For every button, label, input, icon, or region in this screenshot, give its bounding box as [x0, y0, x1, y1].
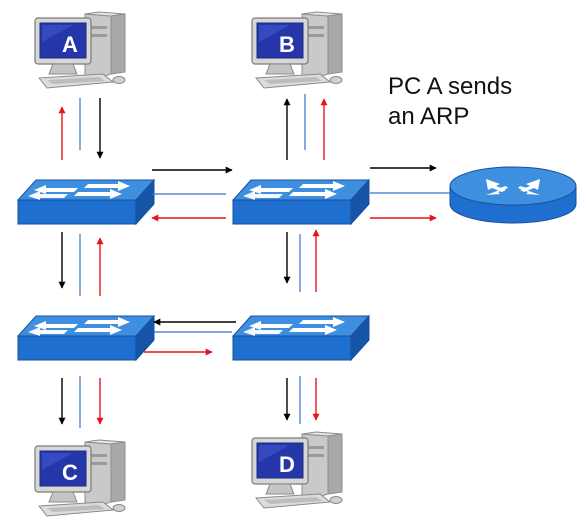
switch-top-left [17, 179, 155, 225]
caption-line-1: PC A sends [388, 73, 513, 100]
switch-bottom-left [17, 315, 155, 361]
switch-top-right [232, 179, 370, 225]
pc-b-label: B [279, 32, 295, 57]
computer-pc-a: A [34, 11, 126, 89]
pc-d-label: D [279, 452, 295, 477]
computer-pc-b: B [251, 11, 343, 89]
pc-a-label: A [62, 32, 78, 57]
computer-pc-d: D [251, 431, 343, 509]
switch-bottom-right [232, 315, 370, 361]
computer-pc-c: C [34, 439, 126, 517]
pc-c-label: C [62, 460, 78, 485]
caption-line-2: an ARP [388, 103, 470, 130]
links-and-arrows [58, 94, 450, 428]
diagram-caption: PC A sends an ARP [388, 72, 512, 132]
router [449, 166, 577, 224]
